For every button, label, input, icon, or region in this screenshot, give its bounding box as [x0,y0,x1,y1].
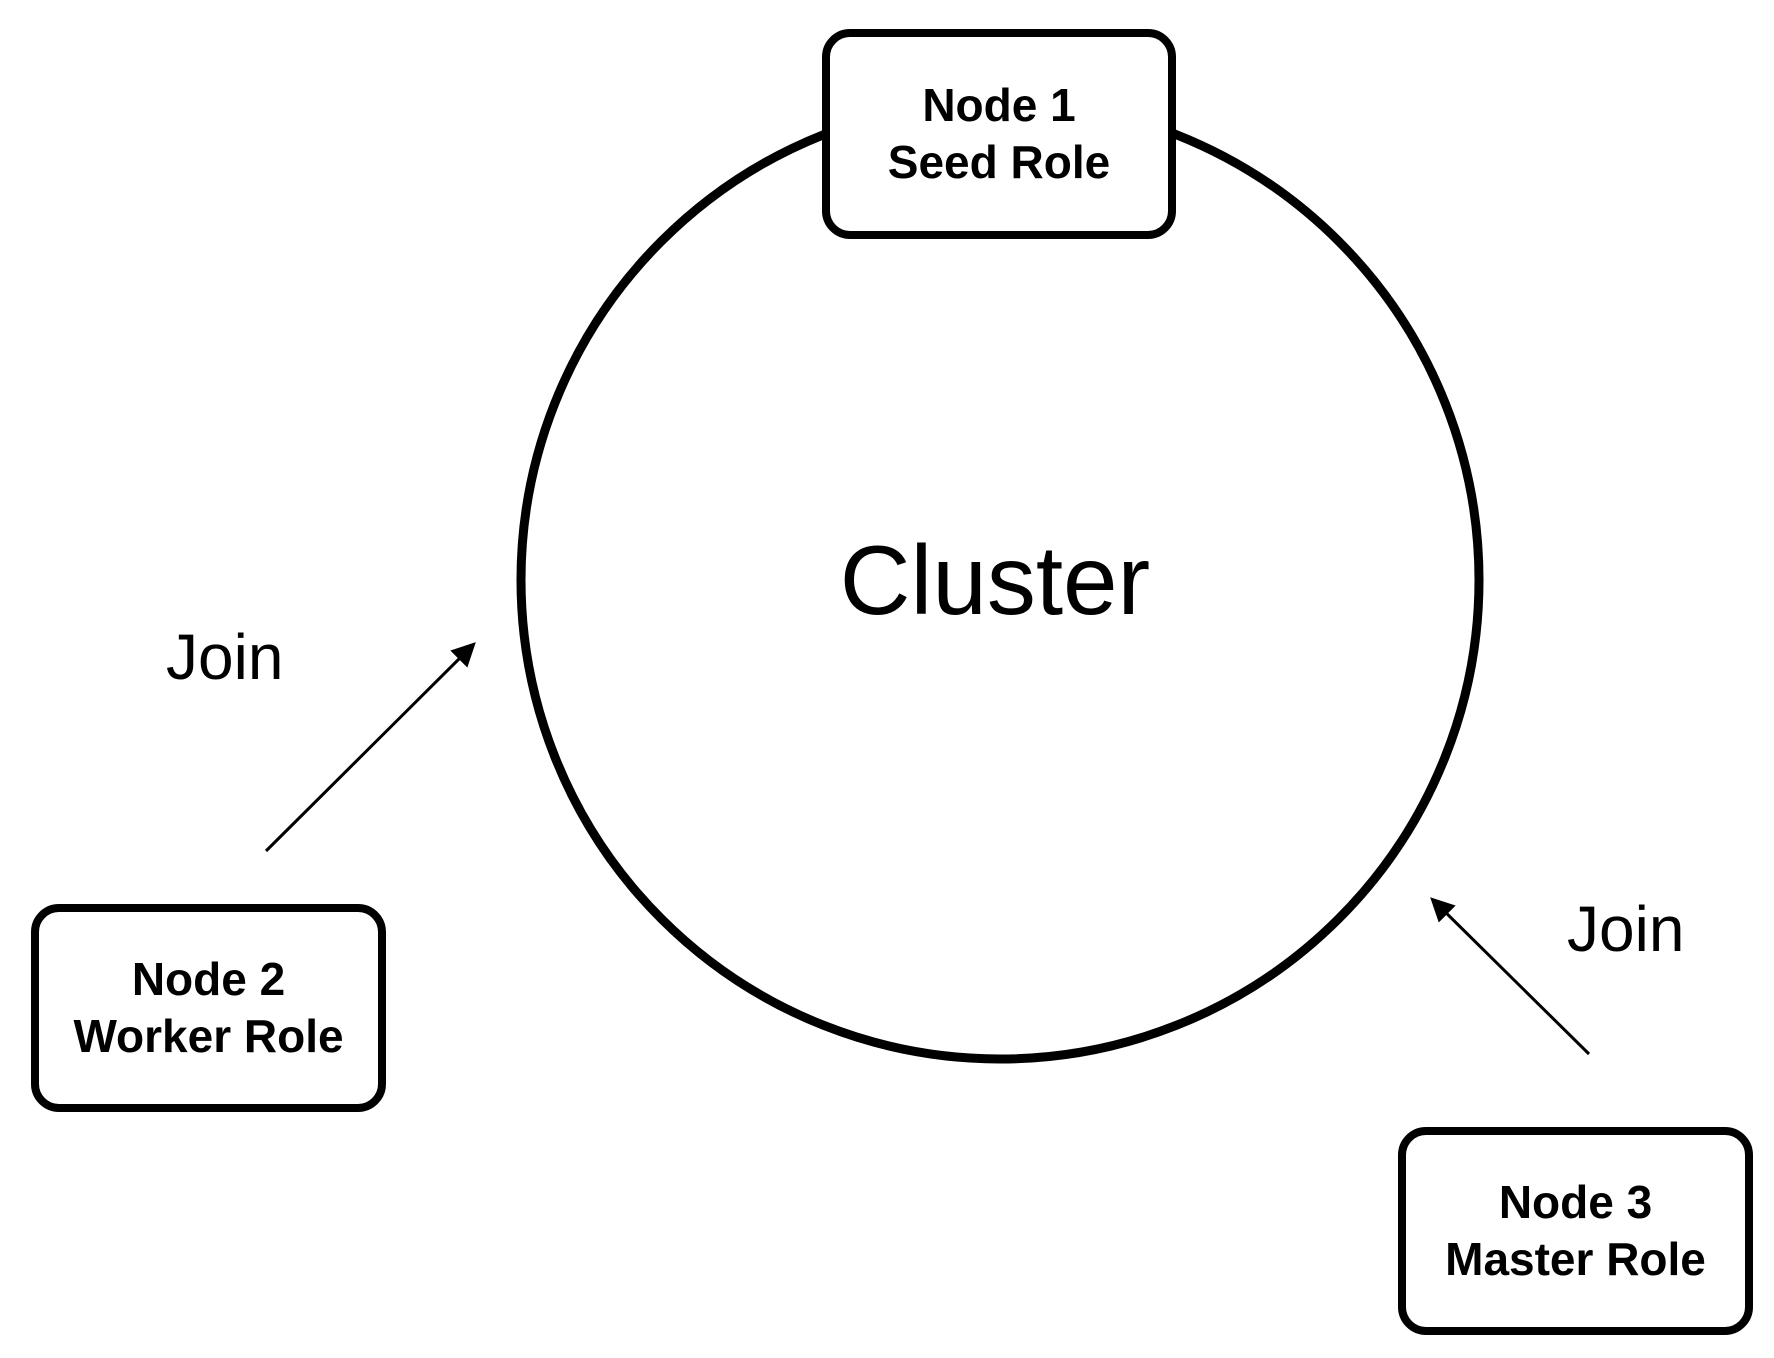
node-1-name: Node 1 [922,79,1076,131]
join-label-node-2: Join [166,621,284,693]
join-arrow-node-2 [264,642,476,853]
join-arrow-node-3 [1430,897,1591,1056]
join-label-node-3: Join [1567,893,1685,965]
node-2-worker-role-box: Node 2 Worker Role [31,904,386,1112]
node-3-master-role-box: Node 3 Master Role [1398,1127,1753,1335]
node-3-role: Master Role [1445,1233,1706,1285]
node-1-role: Seed Role [887,136,1111,188]
node-3-name: Node 3 [1498,1176,1653,1228]
node-1-seed-role-box: Node 1 Seed Role [822,29,1176,239]
cluster-label: Cluster [839,525,1151,635]
node-2-name: Node 2 [131,953,286,1005]
node-2-role: Worker Role [73,1010,344,1062]
